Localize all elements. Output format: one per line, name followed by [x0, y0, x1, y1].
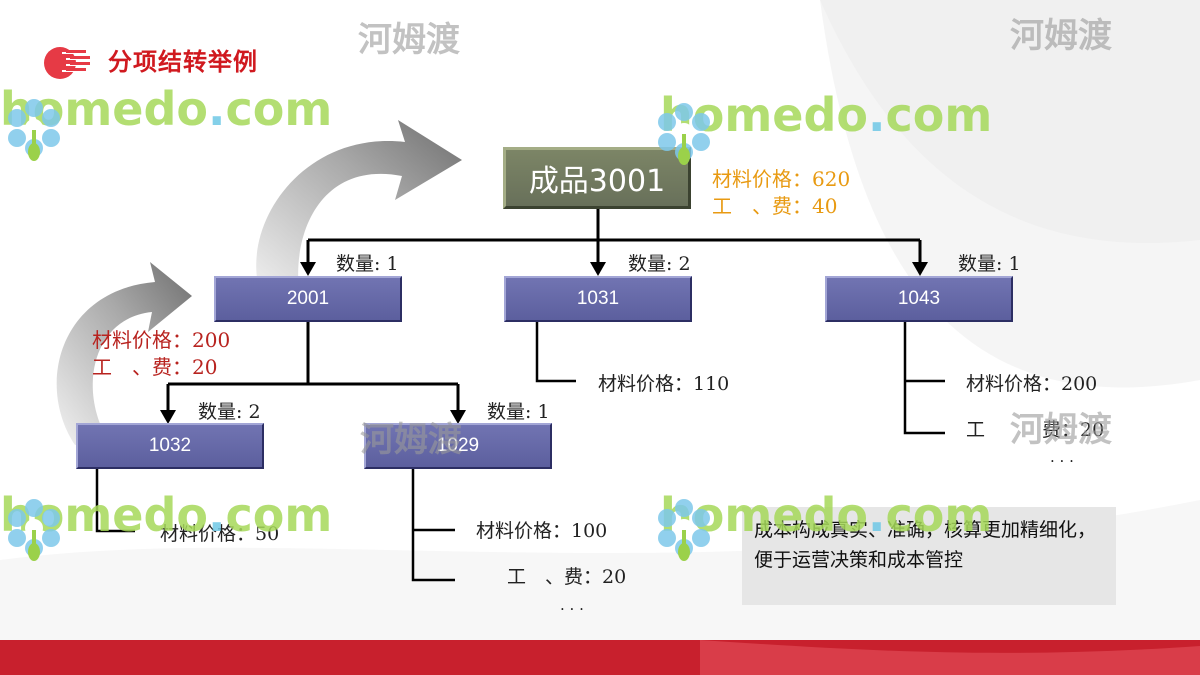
material-1032: 材料价格：50 — [160, 523, 280, 545]
node-1029: 1029 — [364, 423, 552, 469]
tree-connectors — [166, 208, 922, 414]
curved-arrow-1032-to-2001 — [56, 262, 193, 445]
background-curve — [820, 0, 1200, 243]
footer-highlight — [700, 640, 1200, 675]
material-1029: 材料价格：100 — [476, 520, 608, 542]
qty-1031: 数量: 2 — [628, 253, 691, 275]
root-labor: 工 、费：40 — [712, 194, 838, 218]
ellipsis-1043: . . . — [1050, 448, 1074, 466]
flower-icon — [8, 99, 60, 161]
labor-1043: 工 费：20 — [966, 419, 1105, 441]
qty-1043: 数量: 1 — [958, 253, 1021, 275]
node-root: 成品3001 — [503, 147, 691, 209]
title-bullet-lines — [66, 50, 90, 71]
background-curve — [0, 500, 1200, 640]
labor-1029: 工 、费：20 — [507, 566, 627, 588]
qty-1032: 数量: 2 — [198, 401, 261, 423]
ellipsis-1029: . . . — [560, 596, 584, 614]
leaf-connectors — [95, 320, 945, 582]
page-title: 分项结转举例 — [108, 48, 258, 76]
flower-icon — [658, 499, 710, 561]
node-1032: 1032 — [76, 423, 264, 469]
summary-note: 成本构成真实、准确，核算更加精细化，便于运营决策和成本管控 — [742, 507, 1116, 605]
curved-arrow-2001-to-root — [256, 120, 462, 298]
qty-1029: 数量: 1 — [487, 401, 550, 423]
material-1031: 材料价格：110 — [598, 373, 730, 395]
labor-2001: 工 、费：20 — [92, 355, 218, 379]
flower-icon — [658, 103, 710, 165]
node-1031: 1031 — [504, 276, 692, 322]
material-1043: 材料价格：200 — [966, 373, 1098, 395]
node-1043: 1043 — [825, 276, 1013, 322]
root-cost: 材料价格：620 工 、费：40 — [712, 166, 850, 220]
root-material: 材料价格：620 — [712, 167, 851, 191]
qty-2001: 数量: 1 — [336, 253, 399, 275]
node-2001: 2001 — [214, 276, 402, 322]
material-2001: 材料价格：200 — [92, 328, 231, 352]
cost-2001: 材料价格：200 工 、费：20 — [92, 327, 230, 381]
flower-icon — [8, 499, 60, 561]
arrowheads — [160, 262, 928, 424]
